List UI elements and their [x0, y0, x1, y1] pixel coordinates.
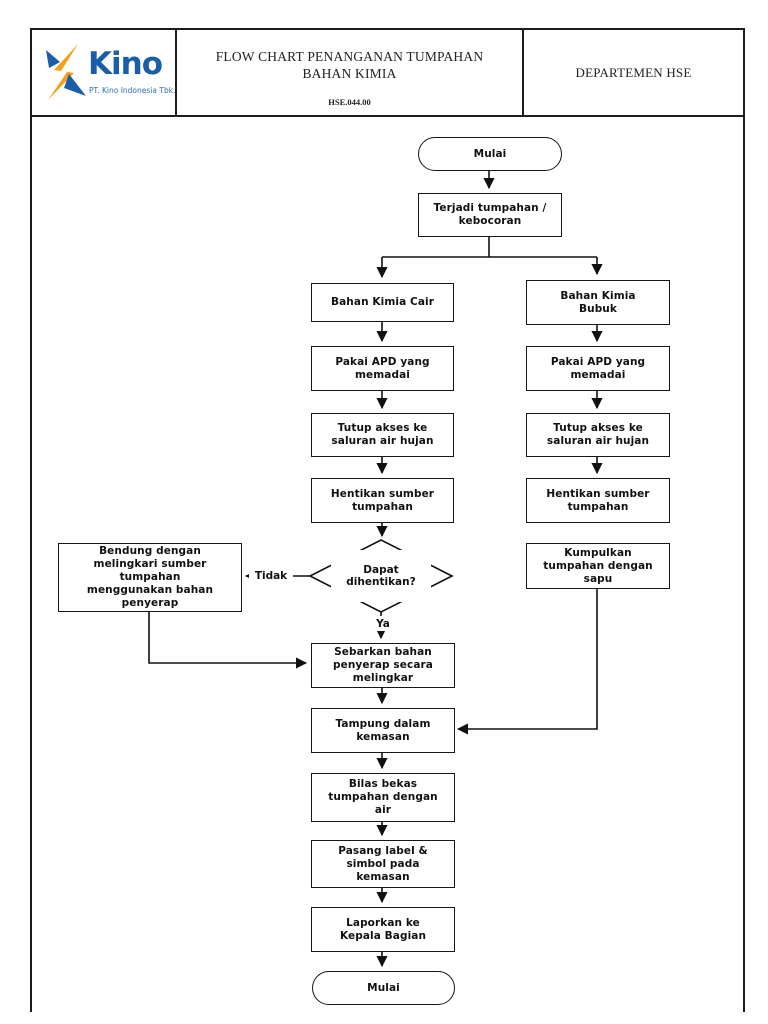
- title-cell: FLOW CHART PENANGANAN TUMPAHAN BAHAN KIM…: [177, 30, 524, 115]
- node-sweep-spill: Kumpulkan tumpahan dengan sapu: [526, 543, 670, 589]
- edge-label-no: Tidak: [249, 568, 293, 584]
- node-collect-packaging: Tampung dalam kemasan: [311, 708, 455, 753]
- node-ppe-liquid: Pakai APD yang memadai: [311, 346, 454, 391]
- kino-logo-icon: [46, 44, 86, 100]
- node-start-terminator: Mulai: [418, 137, 562, 171]
- node-end-terminator: Mulai: [312, 971, 455, 1005]
- node-spill-event: Terjadi tumpahan / kebocoran: [418, 193, 562, 237]
- brand-subtitle: PT. Kino Indonesia Tbk.: [89, 86, 176, 95]
- brand-name: Kino: [88, 46, 163, 82]
- node-report-supervisor: Laporkan ke Kepala Bagian: [311, 907, 455, 952]
- node-ppe-powder: Pakai APD yang memadai: [526, 346, 670, 391]
- edge-label-yes: Ya: [372, 616, 394, 631]
- document-border: Kino PT. Kino Indonesia Tbk. FLOW CHART …: [30, 28, 745, 1012]
- node-stop-source-liquid: Hentikan sumber tumpahan: [311, 478, 454, 523]
- node-rinse-area: Bilas bekas tumpahan dengan air: [311, 773, 455, 822]
- node-close-drain-powder: Tutup akses ke saluran air hujan: [526, 413, 670, 457]
- document-title: FLOW CHART PENANGANAN TUMPAHAN BAHAN KIM…: [215, 49, 484, 81]
- document-code: HSE.044.00: [328, 97, 371, 107]
- node-label-packaging: Pasang label & simbol pada kemasan: [311, 840, 455, 888]
- node-spread-absorbent: Sebarkan bahan penyerap secara melingkar: [311, 643, 455, 688]
- document-header: Kino PT. Kino Indonesia Tbk. FLOW CHART …: [32, 30, 743, 117]
- node-stop-source-powder: Hentikan sumber tumpahan: [526, 478, 670, 523]
- node-contain-spill: Bendung dengan melingkari sumber tumpaha…: [58, 543, 242, 612]
- node-decision-stoppable: Dapat dihentikan?: [331, 550, 431, 602]
- kino-logo: Kino PT. Kino Indonesia Tbk.: [44, 44, 176, 104]
- node-liquid-chemical: Bahan Kimia Cair: [311, 283, 454, 322]
- node-powder-chemical: Bahan Kimia Bubuk: [526, 280, 670, 325]
- node-close-drain-liquid: Tutup akses ke saluran air hujan: [311, 413, 454, 457]
- department-label: DEPARTEMEN HSE: [575, 64, 692, 80]
- department-cell: DEPARTEMEN HSE: [524, 30, 743, 115]
- logo-cell: Kino PT. Kino Indonesia Tbk.: [32, 30, 177, 115]
